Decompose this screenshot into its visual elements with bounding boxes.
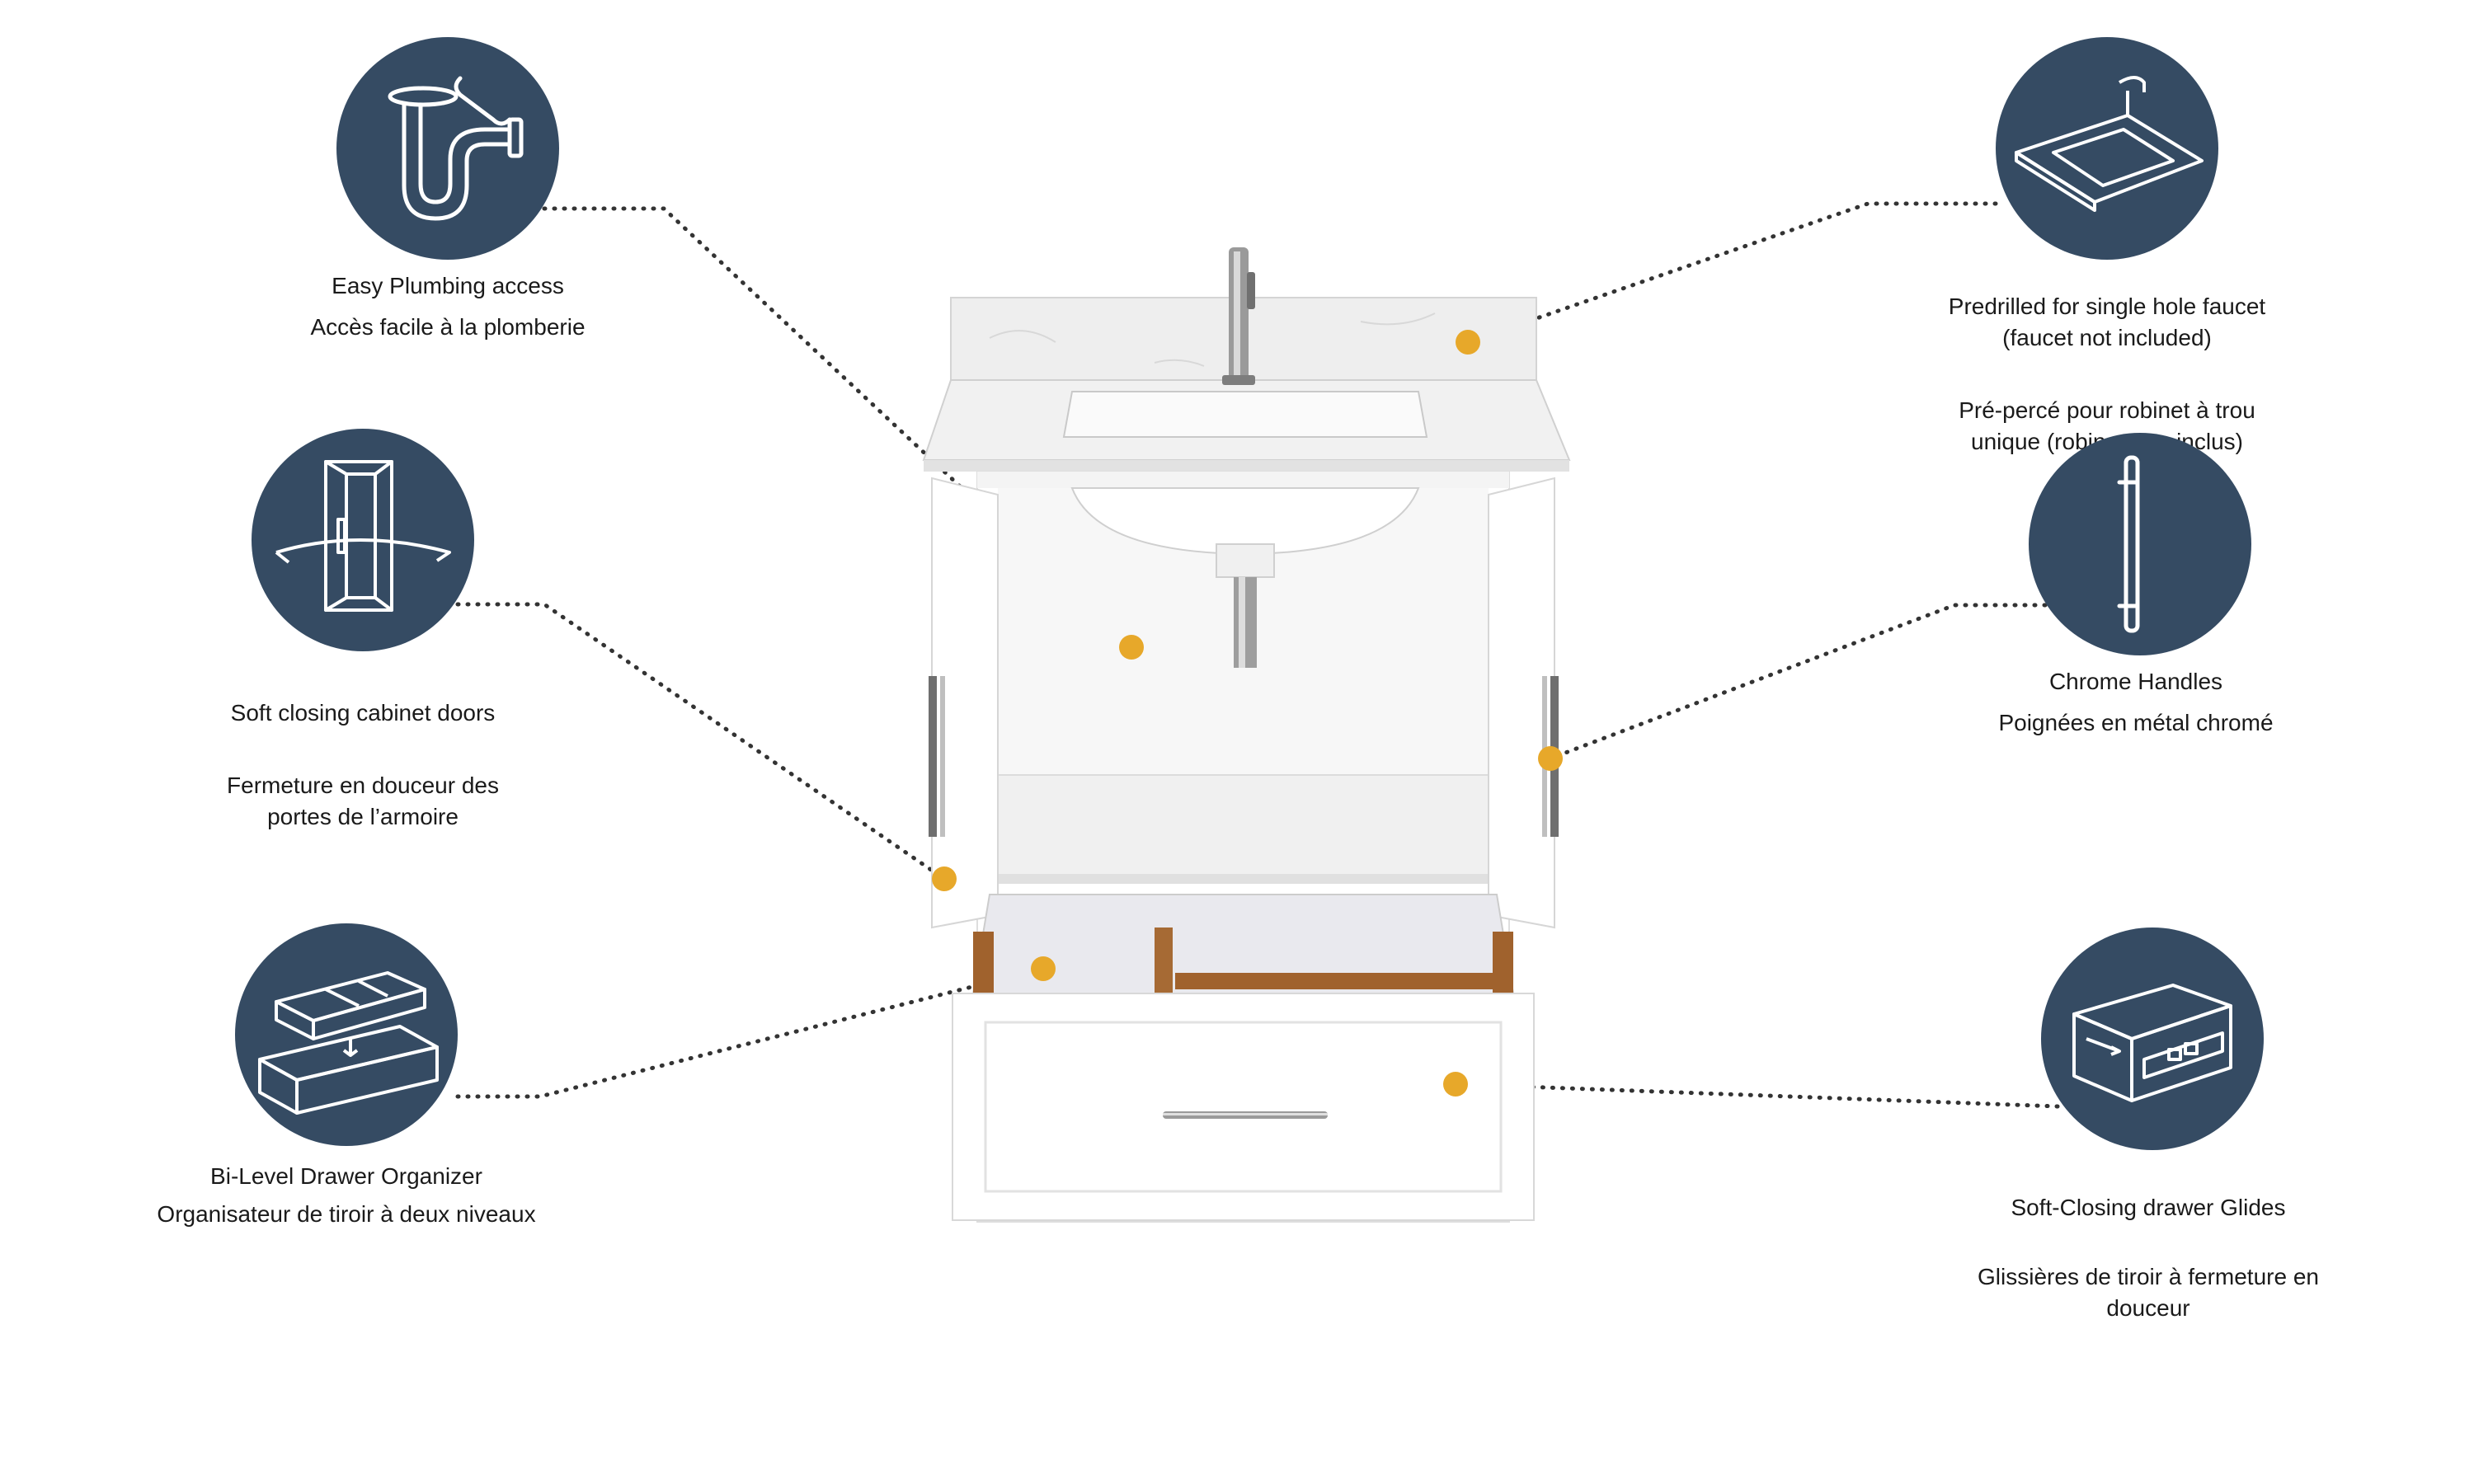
leader-line-doors	[455, 602, 947, 881]
feature-fr-handles: Poignées en métal chromé	[1998, 710, 2274, 735]
sink-basin-opening	[1062, 391, 1428, 438]
drain-pipe	[1216, 543, 1275, 578]
hotspot-handles[interactable]	[1538, 746, 1563, 771]
feature-fr-organizer: Organisateur de tiroir à deux niveaux	[157, 1201, 536, 1227]
feature-label-glides: Soft-Closing drawer Glides Glissières de…	[1901, 1161, 2396, 1355]
leader-line-faucet	[1465, 201, 1998, 345]
left-door-handle	[929, 676, 937, 837]
feature-fr-doors: Fermeture en douceur des portes de l’arm…	[227, 773, 499, 829]
feature-label-organizer: Bi-Level Drawer Organizer Organisateur d…	[99, 1161, 594, 1230]
hotspot-glides[interactable]	[1443, 1072, 1468, 1097]
interior-shelf	[997, 774, 1489, 883]
chrome-handle-icon	[2029, 433, 2251, 655]
drawer-front	[952, 993, 1535, 1221]
feature-label-doors: Soft closing cabinet doors Fermeture en …	[115, 666, 610, 864]
faucet	[1222, 247, 1255, 385]
drawer-organizer-icon	[235, 923, 458, 1146]
leader-line-glides	[1453, 1082, 2060, 1109]
feature-label-handles: Chrome Handles Poignées en métal chromé	[1888, 666, 2383, 739]
hotspot-doors[interactable]	[932, 866, 957, 891]
feature-en-glides: Soft-Closing drawer Glides	[2011, 1195, 2286, 1220]
feature-fr-glides: Glissières de tiroir à fermeture en douc…	[1978, 1264, 2319, 1321]
hotspot-faucet[interactable]	[1456, 330, 1480, 355]
feature-en-organizer: Bi-Level Drawer Organizer	[210, 1163, 482, 1189]
feature-en-faucet: Predrilled for single hole faucet (fauce…	[1948, 294, 2266, 350]
hotspot-organizer[interactable]	[1031, 956, 1056, 981]
drawer-glide-icon	[2041, 928, 2264, 1150]
feature-fr-plumbing: Accès facile à la plomberie	[310, 314, 586, 340]
cabinet-door-icon	[252, 429, 474, 651]
right-door-open	[1488, 477, 1555, 929]
countertop-faucet-icon	[1996, 37, 2218, 260]
feature-en-plumbing: Easy Plumbing access	[332, 273, 564, 298]
plumbing-pipe-wrench-icon	[336, 37, 559, 260]
hotspot-plumbing[interactable]	[1119, 635, 1144, 660]
leader-line-handles	[1548, 603, 2048, 761]
feature-en-doors: Soft closing cabinet doors	[230, 700, 496, 726]
feature-en-handles: Chrome Handles	[2048, 669, 2223, 694]
feature-label-plumbing: Easy Plumbing access Accès facile à la p…	[200, 270, 695, 343]
